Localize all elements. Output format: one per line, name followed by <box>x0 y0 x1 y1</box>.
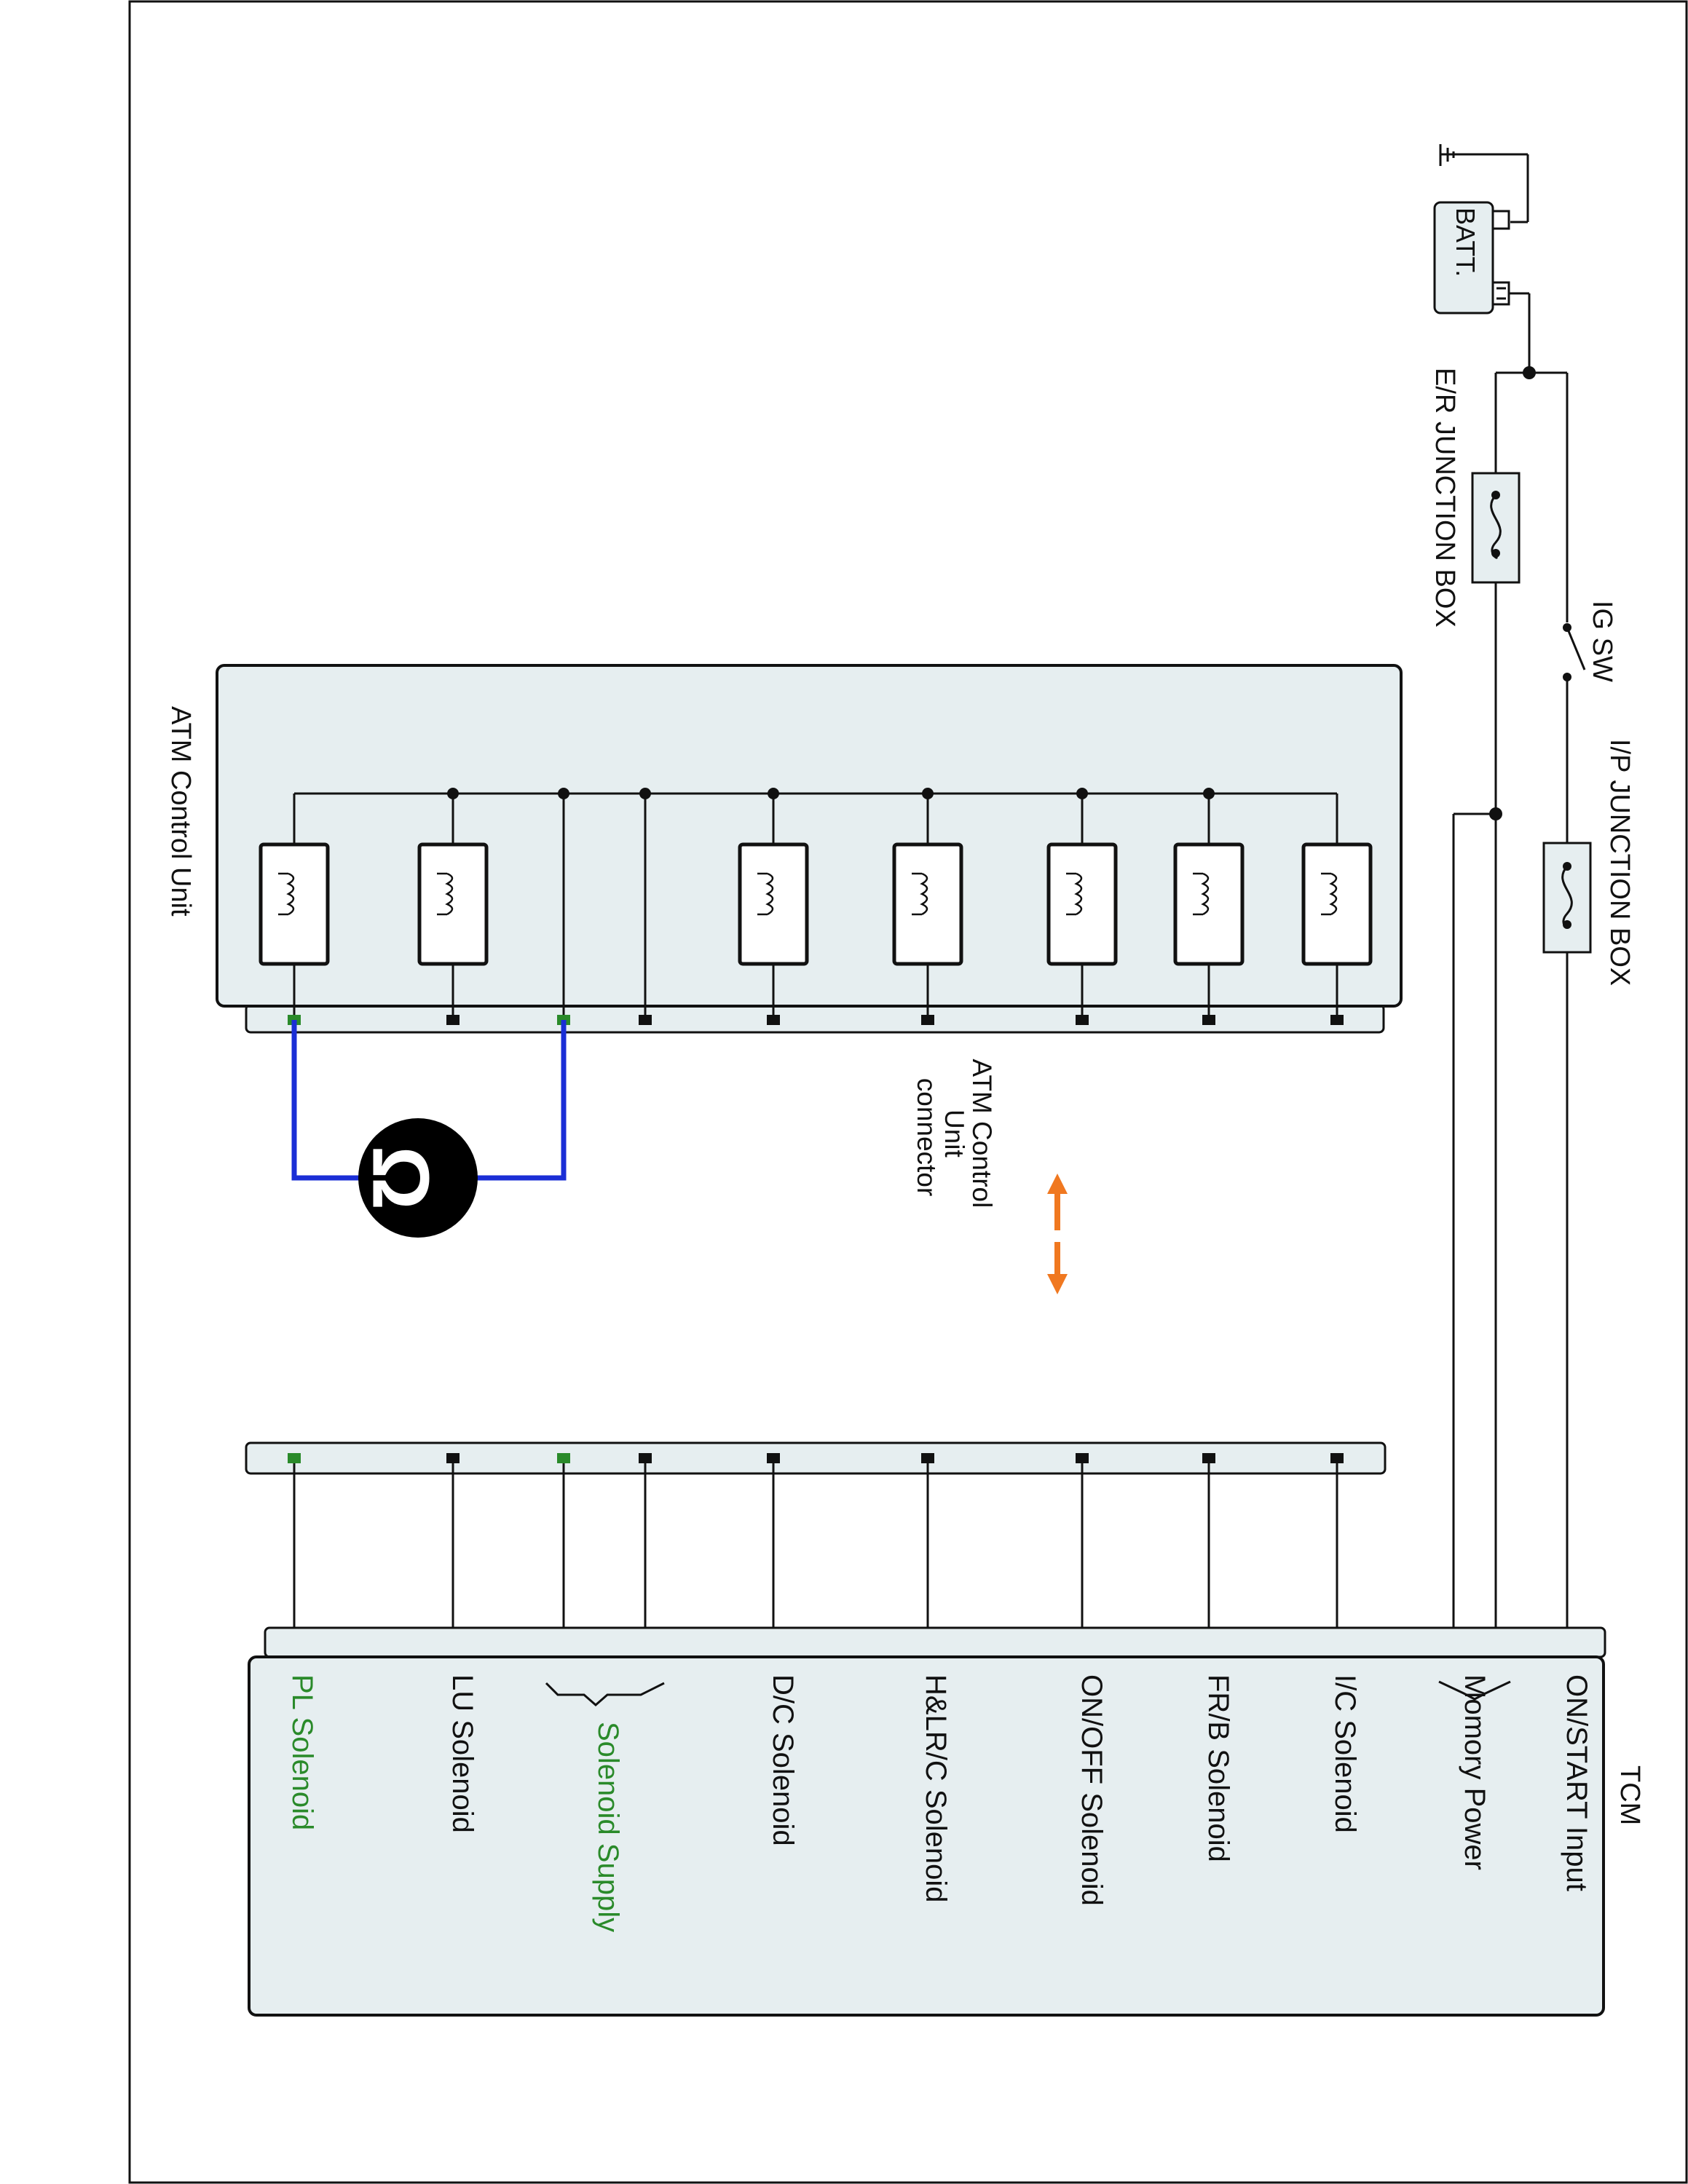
tcm-pin-label-i-c-solenoid: I/C Solenoid <box>1329 1674 1361 1833</box>
harness-pin <box>921 1453 934 1463</box>
power-section <box>1433 144 1592 1642</box>
atm-pin-h-lr-c-solenoid <box>921 1015 934 1025</box>
connector-arrow-icon <box>1047 1174 1068 1294</box>
coil-box-on-off-solenoid <box>1046 842 1118 966</box>
coil-icon-d-c-solenoid <box>757 872 774 916</box>
test-lead-right <box>476 1020 567 1181</box>
solenoid-supply-brace <box>545 1682 665 1706</box>
coil-box-h-lr-c-solenoid <box>892 842 963 966</box>
connector-label-line-2: Unit <box>939 1109 969 1158</box>
coil-icon-i-c-solenoid <box>1321 872 1338 916</box>
atm-pin-d-c-solenoid <box>767 1015 780 1025</box>
er-fuse-icon <box>1471 472 1521 584</box>
ignition-switch-icon <box>1563 623 1586 681</box>
harness-pin <box>288 1453 301 1463</box>
tcm-pin-label-on-start-input: ON/START Input <box>1561 1674 1593 1891</box>
tcm-pin-label-solenoid-supply: Solenoid Supply <box>592 1722 624 1932</box>
ohmmeter-icon <box>358 1118 478 1238</box>
tcm-connector-strip <box>264 1626 1606 1658</box>
tcm-unit: ON/START Input Momory Power I/C Solenoid FR… <box>248 1626 1606 2017</box>
atm-pin-fr-b-solenoid <box>1202 1015 1215 1025</box>
tcm-pin-label-on-off-solenoid: ON/OFF Solenoid <box>1076 1674 1108 1906</box>
harness-pin <box>1076 1453 1089 1463</box>
ohmmeter-circuit: Ω <box>291 1020 567 1238</box>
coil-icon-pl-solenoid <box>278 872 295 916</box>
atm-pin-on-off-solenoid <box>1076 1015 1089 1025</box>
ig-switch-label: IG SW <box>1587 601 1617 682</box>
atm-pin-lu-solenoid <box>446 1015 460 1025</box>
tcm-pin-label-pl-solenoid: PL Solenoid <box>286 1674 318 1830</box>
battery-label: BATT. <box>1451 207 1480 277</box>
connector-label-line-3: connector <box>912 1078 942 1197</box>
tcm-pin-label-momory-power: Momory Power <box>1459 1674 1491 1870</box>
page-frame <box>128 0 1688 2184</box>
atm-pin-supply-aux <box>639 1015 652 1025</box>
coil-icon-lu-solenoid <box>437 872 454 916</box>
connector-label: ATM Control Unit connector <box>912 1059 997 1215</box>
harness-pin <box>1330 1453 1344 1463</box>
tcm-pin-label-fr-b-solenoid: FR/B Solenoid <box>1202 1674 1234 1862</box>
coil-icon-fr-b-solenoid <box>1193 872 1210 916</box>
er-junction-label: E/R JUNCTION BOX <box>1429 368 1460 628</box>
coil-box-d-c-solenoid <box>738 842 809 966</box>
battery-icon <box>1433 201 1494 314</box>
coil-icon-on-off-solenoid <box>1066 872 1083 916</box>
atm-control-unit <box>216 664 1403 1034</box>
tcm-body <box>248 1655 1605 2017</box>
coil-box-pl-solenoid <box>259 842 330 966</box>
tcm-pin-label-h-lr-c-solenoid: H&LR/C Solenoid <box>920 1674 952 1903</box>
ohmmeter-symbol: Ω <box>356 1146 446 1210</box>
tcm-pin-label-d-c-solenoid: D/C Solenoid <box>767 1674 799 1846</box>
coil-box-lu-solenoid <box>417 842 489 966</box>
harness-pin <box>1202 1453 1215 1463</box>
ip-fuse-icon <box>1542 842 1592 954</box>
harness-connector <box>245 1441 1574 1648</box>
coil-box-i-c-solenoid <box>1301 842 1373 966</box>
connector-label-line-1: ATM Control <box>967 1059 997 1208</box>
memory-power-brace <box>1438 1680 1511 1701</box>
harness-pin <box>639 1453 652 1463</box>
coil-icon-h-lr-c-solenoid <box>912 872 928 916</box>
ground-icon <box>1439 144 1528 166</box>
ip-junction-label: I/P JUNCTION BOX <box>1604 739 1635 986</box>
coil-box-fr-b-solenoid <box>1173 842 1245 966</box>
harness-pin <box>767 1453 780 1463</box>
harness-pin <box>446 1453 460 1463</box>
atm-unit-label: ATM Control Unit <box>165 706 196 917</box>
harness-connector-strip <box>245 1441 1387 1475</box>
harness-pin <box>557 1453 570 1463</box>
tcm-pin-label-lu-solenoid: LU Solenoid <box>446 1674 478 1833</box>
atm-pin-i-c-solenoid <box>1330 1015 1344 1025</box>
tcm-label: TCM <box>1614 1765 1645 1825</box>
